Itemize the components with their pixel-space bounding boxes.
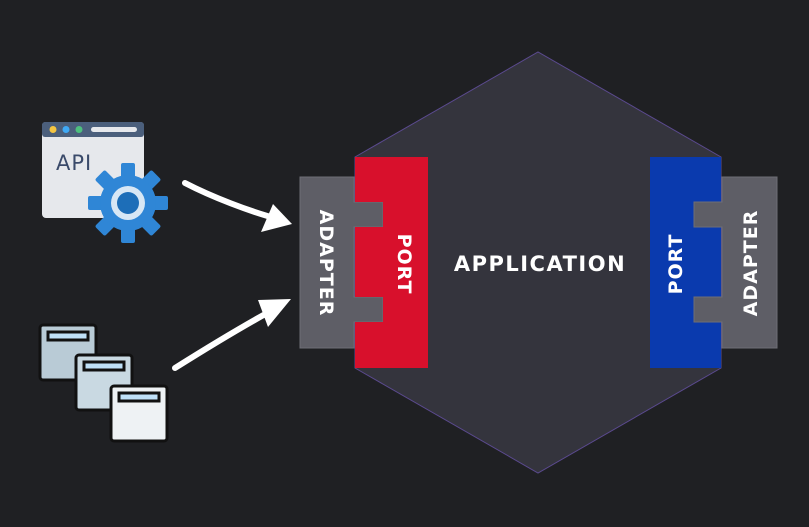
right-port-label: PORT [665, 233, 687, 295]
stacked-windows-icon [38, 323, 169, 443]
arrow-to-adapter-bottom [172, 299, 291, 371]
arrow-to-adapter-top [182, 180, 292, 232]
left-adapter-block [299, 176, 384, 349]
right-adapter-label: ADAPTER [740, 209, 762, 317]
right-port-block [650, 157, 721, 368]
right-adapter-block [693, 176, 778, 349]
left-port-block [355, 157, 428, 368]
api-icon-label: API [56, 151, 93, 175]
application-label: APPLICATION [453, 252, 627, 276]
api-gear-icon [42, 122, 168, 243]
left-adapter-label: ADAPTER [315, 209, 337, 317]
left-port-label: PORT [393, 233, 415, 295]
